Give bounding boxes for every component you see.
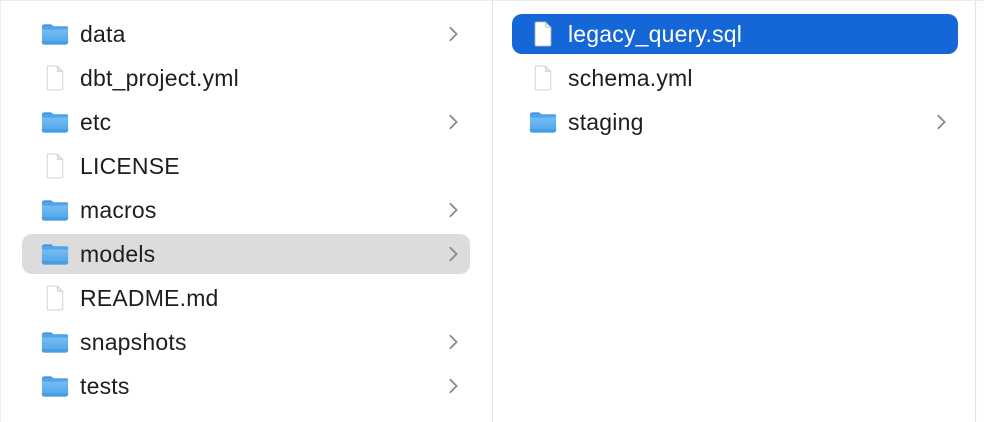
file-label: macros xyxy=(80,196,157,223)
folder-icon xyxy=(40,195,70,225)
chevron-right-icon xyxy=(448,25,459,43)
file-label: data xyxy=(80,20,126,47)
file-row-data[interactable]: data xyxy=(1,12,492,56)
file-label: staging xyxy=(568,108,644,135)
column-divider[interactable] xyxy=(975,1,976,422)
document-icon xyxy=(40,151,70,181)
document-icon xyxy=(528,19,558,49)
file-label: LICENSE xyxy=(80,152,180,179)
folder-icon xyxy=(528,107,558,137)
file-label: models xyxy=(80,240,156,267)
folder-icon xyxy=(40,239,70,269)
file-row-legacy-query-sql[interactable]: legacy_query.sql xyxy=(493,12,975,56)
chevron-right-icon xyxy=(448,333,459,351)
file-row-dbt-project-yml[interactable]: dbt_project.yml xyxy=(1,56,492,100)
folder-icon xyxy=(40,371,70,401)
file-row-license[interactable]: LICENSE xyxy=(1,144,492,188)
file-label: legacy_query.sql xyxy=(568,20,743,47)
file-row-tests[interactable]: tests xyxy=(1,364,492,408)
file-label: dbt_project.yml xyxy=(80,64,239,91)
document-icon xyxy=(40,63,70,93)
file-row-models[interactable]: models xyxy=(1,232,492,276)
folder-icon xyxy=(40,19,70,49)
file-row-macros[interactable]: macros xyxy=(1,188,492,232)
chevron-right-icon xyxy=(448,377,459,395)
chevron-right-icon xyxy=(936,113,947,131)
column-divider[interactable] xyxy=(492,1,493,422)
chevron-right-icon xyxy=(448,245,459,263)
file-row-etc[interactable]: etc xyxy=(1,100,492,144)
file-label: schema.yml xyxy=(568,64,693,91)
folder-icon xyxy=(40,107,70,137)
file-row-readme-md[interactable]: README.md xyxy=(1,276,492,320)
file-label: README.md xyxy=(80,284,219,311)
file-label: tests xyxy=(80,372,130,399)
file-row-schema-yml[interactable]: schema.yml xyxy=(493,56,975,100)
folder-icon xyxy=(40,327,70,357)
file-label: snapshots xyxy=(80,328,187,355)
file-label: etc xyxy=(80,108,112,135)
file-row-snapshots[interactable]: snapshots xyxy=(1,320,492,364)
document-icon xyxy=(40,283,70,313)
file-row-staging[interactable]: staging xyxy=(493,100,975,144)
document-icon xyxy=(528,63,558,93)
empty-next-column xyxy=(976,1,984,422)
chevron-right-icon xyxy=(448,201,459,219)
chevron-right-icon xyxy=(448,113,459,131)
file-column-models: legacy_query.sql schema.yml staging xyxy=(493,1,975,422)
